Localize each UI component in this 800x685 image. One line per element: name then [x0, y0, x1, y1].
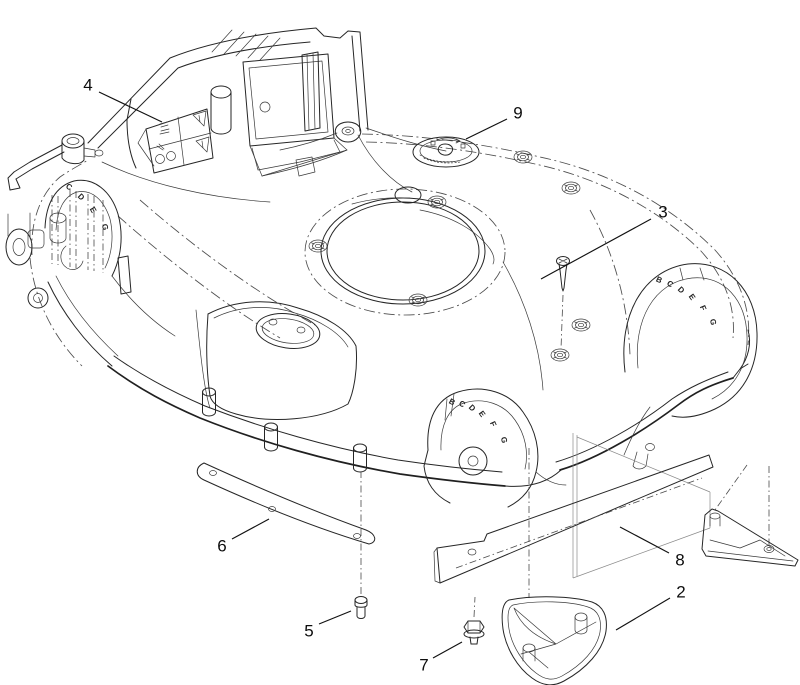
- height-of-cut-letter: F: [698, 304, 708, 312]
- deflector-plate: [433, 433, 714, 584]
- callout-number: 4: [83, 76, 92, 95]
- height-of-cut-letter: D: [467, 403, 478, 414]
- callout-number: 9: [513, 104, 522, 123]
- callout-number: 6: [217, 537, 226, 556]
- engine-mount-ring: [304, 186, 506, 316]
- callout-5[interactable]: 5: [304, 610, 352, 641]
- left-transmission-mount: [5, 133, 132, 309]
- height-of-cut-letter: G: [499, 436, 509, 444]
- callout-3[interactable]: 3: [540, 203, 668, 280]
- callout-leader-line: [465, 118, 508, 140]
- callout-7[interactable]: 7: [419, 641, 463, 675]
- front-skirt: [195, 301, 367, 473]
- washout-cap: [412, 136, 480, 168]
- height-of-cut-letter: E: [88, 205, 99, 215]
- wheel-arch-rear-left: [44, 179, 122, 277]
- callout-6[interactable]: 6: [217, 518, 270, 556]
- callout-leader-line: [615, 597, 671, 631]
- height-of-cut-letter: D: [676, 285, 687, 296]
- side-skid-bracket: [701, 464, 799, 567]
- height-of-cut-letter: G: [100, 223, 110, 231]
- callout-9[interactable]: 9: [465, 104, 523, 140]
- height-of-cut-letter: C: [665, 279, 675, 290]
- height-of-cut-letter: G: [708, 318, 718, 326]
- rear-housing: [87, 27, 369, 177]
- callout-layer: 2 3 4 5 6 7 8 9: [83, 76, 685, 675]
- height-of-cut-letter: B: [654, 275, 663, 286]
- deck-body: [29, 127, 751, 487]
- callout-number: 5: [304, 622, 313, 641]
- height-of-cut-letter: E: [687, 292, 698, 302]
- callout-leader-line: [619, 526, 670, 554]
- callout-8[interactable]: 8: [619, 526, 685, 570]
- wheel-arch-rear-right: [623, 263, 758, 456]
- callout-leader-line: [231, 518, 270, 540]
- callout-number: 7: [419, 656, 428, 675]
- screw-part-3: [556, 256, 570, 350]
- wear-strip: [196, 462, 376, 545]
- height-of-cut-letter: C: [457, 399, 467, 410]
- callout-number: 2: [676, 583, 685, 602]
- height-of-cut-letter: B: [447, 397, 457, 408]
- callout-leader-line: [318, 610, 352, 625]
- callout-2[interactable]: 2: [615, 583, 686, 631]
- callout-leader-line: [432, 641, 463, 659]
- height-of-cut-letter: F: [488, 420, 498, 428]
- callout-leader-line: [540, 218, 652, 280]
- height-of-cut-letter: D: [76, 192, 87, 203]
- callout-4[interactable]: 4: [83, 76, 163, 123]
- bolt-part-7: [463, 596, 485, 645]
- height-of-cut-letter: E: [477, 409, 488, 419]
- bolt-part-5: [354, 472, 368, 619]
- callout-leader-line: [98, 91, 163, 123]
- wheel-arch-front-right: [423, 388, 567, 508]
- height-of-cut-letter: C: [64, 182, 74, 193]
- warning-decal: [137, 108, 214, 174]
- callout-number: 3: [658, 203, 667, 222]
- callout-number: 8: [675, 551, 684, 570]
- discharge-chute: [501, 448, 607, 685]
